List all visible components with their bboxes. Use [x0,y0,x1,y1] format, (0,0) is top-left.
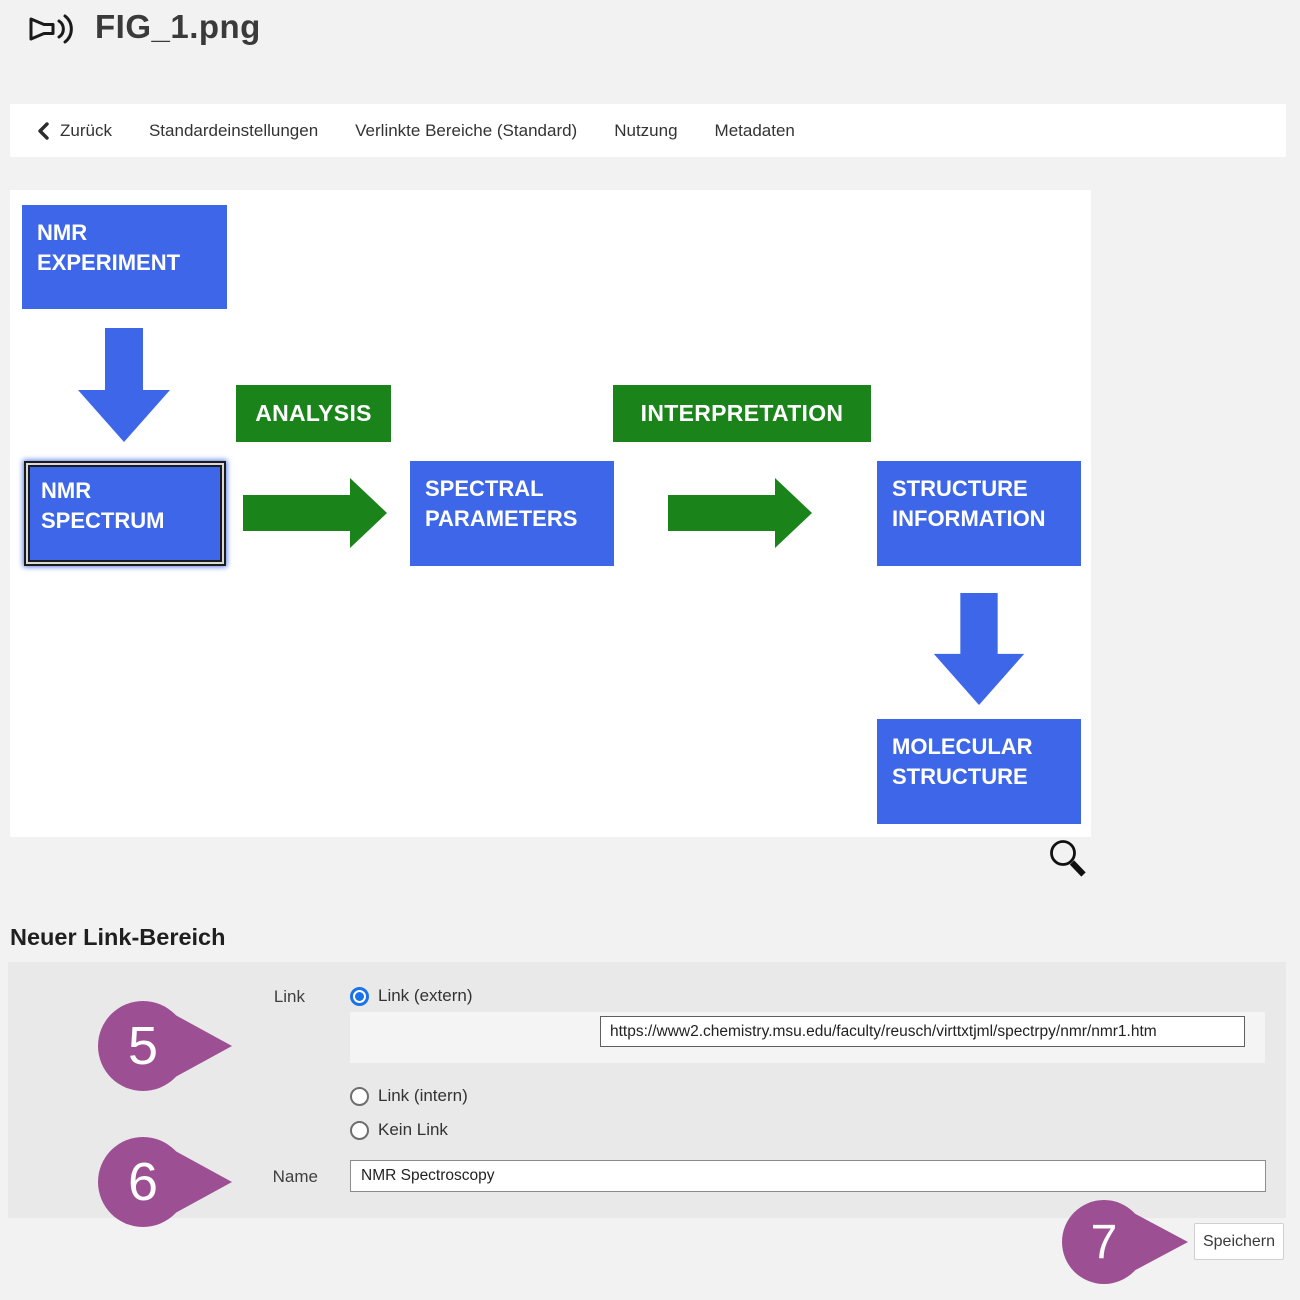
green-right-arrow-icon [243,478,387,548]
diagram-node-interpretation: INTERPRETATION [613,385,871,442]
nav-item-metadaten[interactable]: Metadaten [714,120,795,140]
toolbar: Zurück Standardeinstellungen Verlinkte B… [10,104,1286,157]
radio-link-extern-label: Link (extern) [378,986,473,1005]
radio-selected-icon[interactable] [350,986,369,1006]
radio-unselected-icon[interactable] [350,1120,369,1140]
back-button-label: Zurück [60,120,112,140]
chevron-left-icon [38,121,49,140]
diagram-node-nmr-spectrum-selected-region[interactable]: NMR SPECTRUM [24,461,226,566]
blue-down-arrow-icon [78,328,170,442]
save-button[interactable]: Speichern [1194,1223,1284,1260]
diagram-node-nmr-experiment: NMR EXPERIMENT [22,205,227,309]
name-input[interactable] [350,1160,1266,1192]
radio-kein-link[interactable]: Kein Link [350,1120,448,1140]
blue-down-arrow-icon [933,593,1025,705]
link-form-panel: Link Link (extern) Link (intern) Kein Li… [8,962,1286,1218]
page-title: FIG_1.png [95,8,261,45]
radio-unselected-icon[interactable] [350,1086,369,1106]
back-button[interactable]: Zurück [38,121,112,141]
section-heading: Neuer Link-Bereich [10,924,226,950]
radio-kein-link-label: Kein Link [378,1120,448,1139]
radio-link-extern[interactable]: Link (extern) [350,986,472,1006]
external-url-input[interactable] [600,1016,1245,1047]
zoom-magnifier-icon[interactable] [1046,838,1090,885]
diagram-node-molecular-structure: MOLECULAR STRUCTURE [877,719,1081,824]
figure-image: NMR EXPERIMENT ANALYSIS NMR SPECTRUM SPE… [10,190,1091,837]
diagram-node-spectral-parameters: SPECTRAL PARAMETERS [410,461,614,566]
diagram-node-structure-information: STRUCTURE INFORMATION [877,461,1081,566]
radio-link-intern[interactable]: Link (intern) [350,1086,468,1106]
nav-item-nutzung[interactable]: Nutzung [614,120,678,140]
nav-item-verlinkte-bereiche[interactable]: Verlinkte Bereiche (Standard) [355,120,578,140]
link-field-label: Link [273,987,305,1006]
nav-item-standardeinstellungen[interactable]: Standardeinstellungen [148,120,319,140]
speaker-icon[interactable] [26,8,78,55]
diagram-node-analysis: ANALYSIS [236,385,391,442]
radio-link-intern-label: Link (intern) [378,1086,468,1105]
green-right-arrow-icon [668,478,812,548]
external-url-row [350,1012,1265,1063]
name-field-label: Name [272,1167,318,1186]
